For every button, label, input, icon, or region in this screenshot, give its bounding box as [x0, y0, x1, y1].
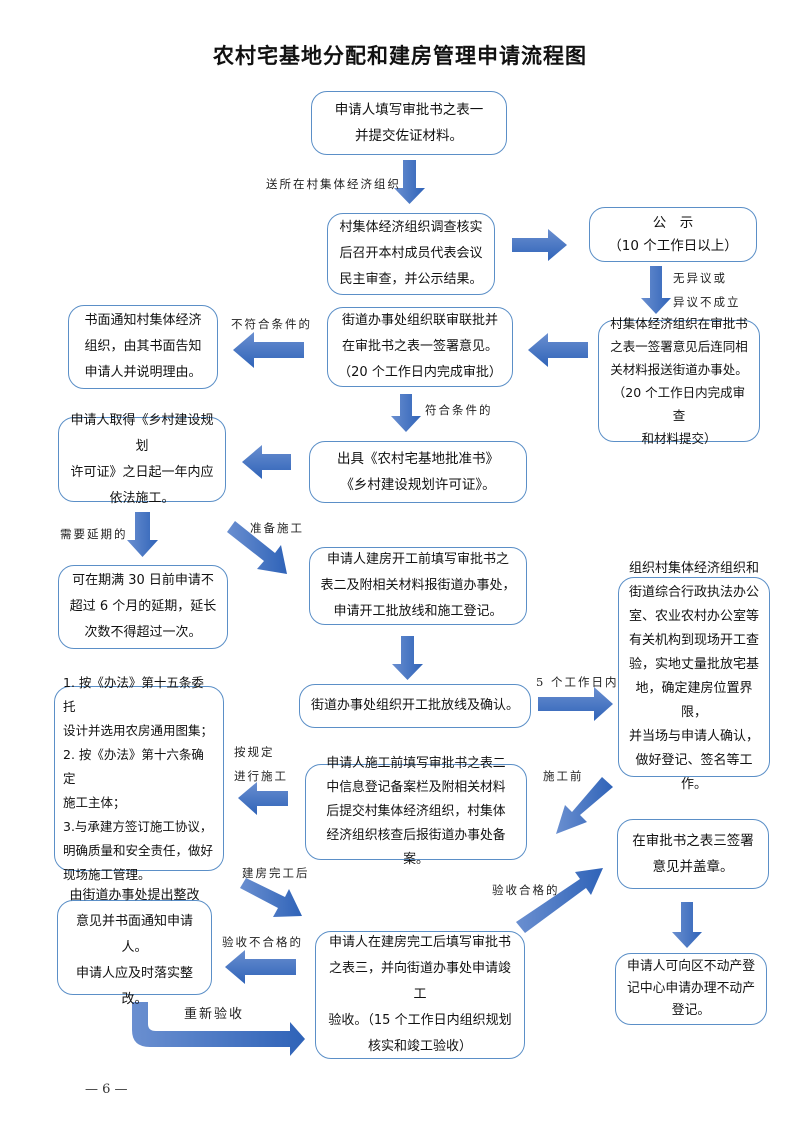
- label-not-qualified: 不符合条件的: [231, 317, 312, 331]
- box-site-inspection: 组织村集体经济组织和 街道综合行政执法办公 室、农业农村办公室等 有关机构到现场…: [618, 561, 770, 792]
- label-within-5-days: 5 个工作日内: [536, 675, 619, 689]
- page-number: — 6 —: [85, 1082, 128, 1097]
- box-construction-rules: 1. 按《办法》第十五条委托 设计并选用农房通用图集； 2. 按《办法》第十六条…: [54, 675, 224, 882]
- box-build-within-year: 申请人取得《乡村建设规划 许可证》之日起一年内应 依法施工。: [58, 413, 226, 506]
- box-property-registration: 申请人可向区不动产登 记中心申请办理不动产 登记。: [615, 953, 767, 1025]
- box-pre-construction-record-text: 申请人施工前填写审批书之表二 中信息登记备案栏及附相关材料 后提交村集体经济组织…: [326, 756, 506, 867]
- box-street-joint-review-text: 街道办事处组织联审联批并 在审批书之表一签署意见。 （20 个工作日内完成审批）: [338, 313, 502, 380]
- label-per-rules: 按规定 进行施工: [234, 745, 288, 783]
- arrow-down-registration: [672, 902, 702, 948]
- box-notify-reject: 书面通知村集体经济 组织，由其书面告知 申请人并说明理由。: [68, 305, 218, 389]
- box-village-sign-text: 村集体经济组织在审批书 之表一签署意见后连同相 关材料报送街道办事处。 （20 …: [610, 316, 748, 446]
- box-street-stakeout: 街道办事处组织开工批放线及确认。: [299, 684, 531, 728]
- box-issue-certificate: 出具《农村宅基地批准书》 《乡村建设规划许可证》。: [309, 441, 527, 503]
- box-apply: 申请人填写审批书之表一 并提交佐证材料。: [311, 91, 507, 155]
- box-extension: 可在期满 30 日前申请不 超过 6 个月的延期，延长 次数不得超过一次。: [58, 565, 228, 649]
- label-after-completion: 建房完工后: [242, 866, 310, 880]
- label-send-to-village: 送所在村集体经济组织: [266, 177, 401, 191]
- arrow-left-certificate: [242, 445, 291, 479]
- arrow-left-not-accepted: [225, 950, 296, 984]
- arrow-right-publicity: [512, 229, 567, 261]
- label-no-objection: 无异议或 异议不成立: [673, 271, 741, 309]
- box-village-review: 村集体经济组织调查核实 后召开本村成员代表会议 民主审查，并公示结果。: [327, 213, 495, 295]
- label-not-accepted: 验收不合格的: [222, 935, 303, 949]
- label-before-construction: 施工前: [543, 769, 584, 783]
- arrow-down-stakeout: [392, 636, 423, 680]
- label-need-extension: 需要延期的: [60, 527, 128, 541]
- label-qualified: 符合条件的: [425, 403, 493, 417]
- label-accepted: 验收合格的: [492, 883, 560, 897]
- arrow-down-qualified: [391, 394, 421, 432]
- box-completion-apply: 申请人在建房完工后填写审批书 之表三，并向街道办事处申请竣工 验收。（15 个工…: [315, 931, 525, 1059]
- arrow-left-village-sign: [528, 333, 588, 367]
- box-site-inspection-text: 组织村集体经济组织和 街道综合行政执法办公 室、农业农村办公室等 有关机构到现场…: [628, 561, 759, 792]
- box-publicity-text: 公 示 （10 个工作日以上）: [608, 214, 738, 254]
- box-rectify: 由街道办事处提出整改 意见并书面通知申请人。 申请人应及时落实整改。: [57, 888, 212, 1007]
- box-rectify-text: 由街道办事处提出整改 意见并书面通知申请人。 申请人应及时落实整改。: [69, 887, 200, 1007]
- arrow-down-publicity: [641, 266, 671, 314]
- label-prepare-construction: 准备施工: [250, 521, 304, 535]
- label-re-inspect: 重新验收: [184, 1007, 245, 1022]
- box-table3-sign: 在审批书之表三签署 意见并盖章。: [617, 819, 769, 889]
- box-apply-text: 申请人填写审批书之表一 并提交佐证材料。: [334, 102, 484, 144]
- arrow-left-not-qualified: [233, 332, 304, 368]
- box-street-stakeout-text: 街道办事处组织开工批放线及确认。: [310, 698, 519, 713]
- box-completion-apply-text: 申请人在建房完工后填写审批书 之表三，并向街道办事处申请竣工 验收。（15 个工…: [328, 935, 512, 1054]
- box-property-registration-text: 申请人可向区不动产登 记中心申请办理不动产 登记。: [627, 959, 755, 1018]
- box-publicity: 公 示 （10 个工作日以上）: [589, 207, 757, 262]
- box-table3-sign-text: 在审批书之表三签署 意见并盖章。: [632, 833, 754, 875]
- box-issue-certificate-text: 出具《农村宅基地批准书》 《乡村建设规划许可证》。: [337, 451, 499, 493]
- arrow-down-extension: [127, 512, 158, 557]
- box-street-joint-review: 街道办事处组织联审联批并 在审批书之表一签署意见。 （20 个工作日内完成审批）: [327, 307, 513, 387]
- box-construction-rules-text: 1. 按《办法》第十五条委托 设计并选用农房通用图集； 2. 按《办法》第十六条…: [63, 674, 214, 882]
- box-village-review-text: 村集体经济组织调查核实 后召开本村成员代表会议 民主审查，并公示结果。: [339, 220, 483, 287]
- box-notify-reject-text: 书面通知村集体经济 组织，由其书面告知 申请人并说明理由。: [84, 313, 202, 380]
- box-village-sign: 村集体经济组织在审批书 之表一签署意见后连同相 关材料报送街道办事处。 （20 …: [598, 316, 760, 446]
- box-start-apply: 申请人建房开工前填写审批书之 表二及附相关材料报街道办事处， 申请开工批放线和施…: [309, 547, 527, 625]
- box-pre-construction-record: 申请人施工前填写审批书之表二 中信息登记备案栏及附相关材料 后提交村集体经济组织…: [305, 756, 527, 867]
- box-start-apply-text: 申请人建房开工前填写审批书之 表二及附相关材料报街道办事处， 申请开工批放线和施…: [320, 552, 516, 619]
- box-extension-text: 可在期满 30 日前申请不 超过 6 个月的延期，延长 次数不得超过一次。: [69, 573, 217, 640]
- page-title: 农村宅基地分配和建房管理申请流程图: [213, 44, 587, 68]
- box-build-within-year-text: 申请人取得《乡村建设规划 许可证》之日起一年内应 依法施工。: [70, 412, 214, 506]
